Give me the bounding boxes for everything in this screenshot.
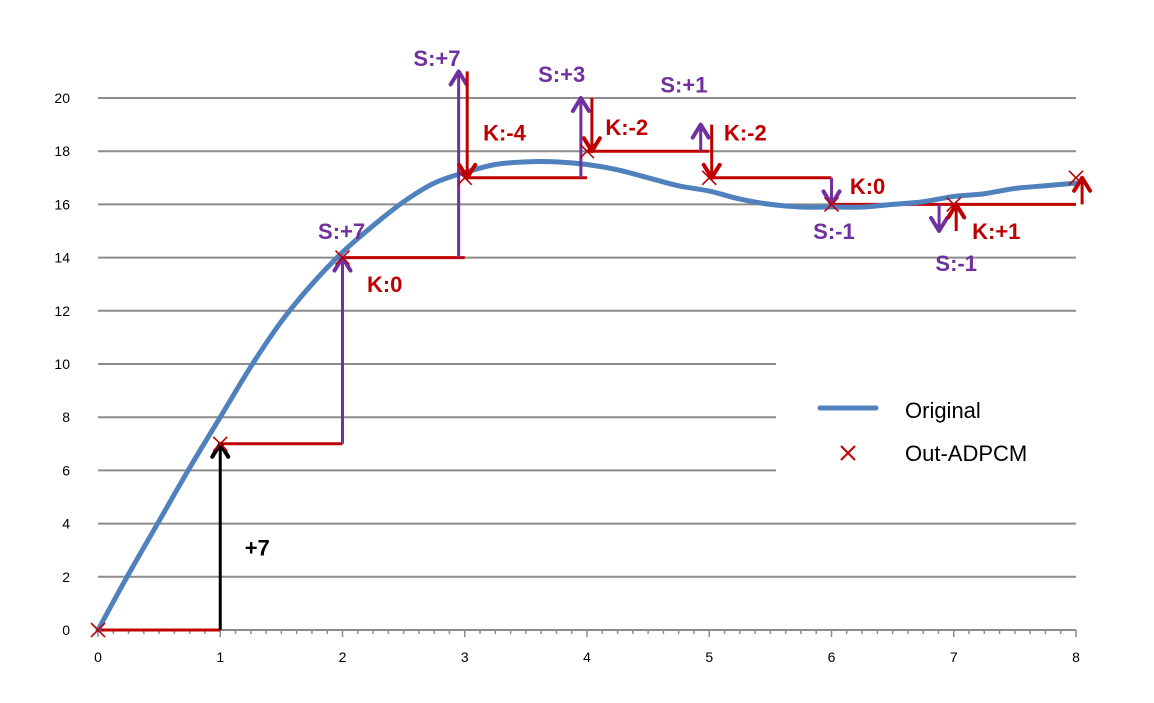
step-annotation: K:0 (850, 174, 885, 199)
step-annotation: S:+7 (318, 219, 365, 244)
arrow-head (581, 136, 602, 154)
step-arrow (690, 122, 711, 152)
y-tick-label: 10 (54, 356, 70, 372)
out-adpcm-marker (579, 143, 595, 159)
legend: Original Out-ADPCM (817, 398, 1027, 466)
out-adpcm-marker (457, 170, 473, 186)
step-annotation: S:+1 (660, 73, 707, 98)
arrow-head (701, 162, 722, 180)
x-tick-label: 2 (339, 649, 347, 665)
marker-stroke (334, 250, 351, 266)
x-tick-label: 8 (1072, 649, 1080, 665)
original-line (95, 159, 1079, 633)
step-arrow (701, 124, 722, 180)
arrow-head (946, 202, 967, 220)
x-tick-label: 5 (705, 649, 713, 665)
arrow-head (570, 96, 591, 113)
y-tick-label: 8 (62, 409, 70, 425)
step-annotation: K:0 (367, 272, 402, 297)
step-annotation: S:+7 (413, 46, 460, 71)
step-annotations: +7S:+7K:0S:+7K:-4S:+3K:-2S:+1K:-2K:0S:-1… (245, 46, 1021, 560)
marker-stroke (579, 143, 595, 159)
marker-stroke (1068, 170, 1084, 186)
arrow-head (929, 216, 950, 233)
step-arrow (821, 177, 842, 207)
arrow-head (1072, 175, 1093, 193)
step-arrow (210, 441, 231, 630)
step-arrow (946, 202, 967, 231)
legend-label-original: Original (905, 398, 981, 423)
y-tick-label: 16 (54, 196, 70, 212)
step-arrows (210, 69, 1093, 630)
out-adpcm-marker (212, 436, 228, 452)
marker-stroke (946, 196, 962, 212)
x-tick-label: 4 (583, 649, 591, 665)
step-annotation: S:-1 (935, 251, 977, 276)
x-tick-label: 0 (94, 649, 102, 665)
original-series (95, 159, 1079, 633)
legend-label-out-adpcm: Out-ADPCM (905, 441, 1027, 466)
out-adpcm-marker (823, 196, 840, 212)
arrow-head (690, 122, 711, 140)
step-arrow (457, 71, 478, 180)
y-tick-label: 20 (54, 90, 70, 106)
marker-stroke (701, 170, 717, 186)
y-tick-label: 18 (54, 143, 70, 159)
out-adpcm-marker (701, 170, 717, 186)
y-tick-label: 6 (62, 462, 70, 478)
step-annotation: +7 (245, 536, 270, 561)
marker-stroke (90, 622, 106, 638)
x-tick-label: 6 (828, 649, 836, 665)
y-tick-label: 2 (62, 569, 70, 585)
out-adpcm-marker (334, 250, 351, 266)
marker-stroke (212, 436, 228, 452)
step-annotation: K:+1 (972, 219, 1020, 244)
y-tick-label: 0 (62, 622, 70, 638)
legend-swatch-out-adpcm (840, 445, 856, 461)
step-annotation: S:-1 (813, 219, 855, 244)
x-tick-label: 1 (216, 649, 224, 665)
grid-lines (98, 97, 1076, 578)
step-annotation: K:-2 (724, 121, 767, 146)
step-annotation: K:-4 (483, 121, 527, 146)
step-arrow (332, 255, 353, 444)
out-adpcm-marker (946, 196, 962, 212)
step-annotation: K:-2 (605, 115, 648, 140)
step-arrow (581, 98, 602, 154)
y-tick-label: 12 (54, 303, 70, 319)
step-arrow (929, 204, 950, 233)
out-adpcm-marker (1068, 170, 1084, 186)
marker-stroke (457, 170, 473, 186)
y-tick-label: 14 (54, 250, 70, 266)
step-annotation: S:+3 (538, 62, 585, 87)
out-adpcm-series (90, 143, 1084, 638)
out-adpcm-marker (90, 622, 106, 638)
x-tick-label: 7 (950, 649, 958, 665)
y-tick-label: 4 (62, 516, 70, 532)
arrow-head (457, 162, 478, 180)
step-hold-segments (98, 149, 1076, 632)
marker-stroke (823, 196, 840, 212)
step-arrow (570, 96, 591, 178)
x-tick-label: 3 (461, 649, 469, 665)
arrow-head (448, 69, 469, 87)
